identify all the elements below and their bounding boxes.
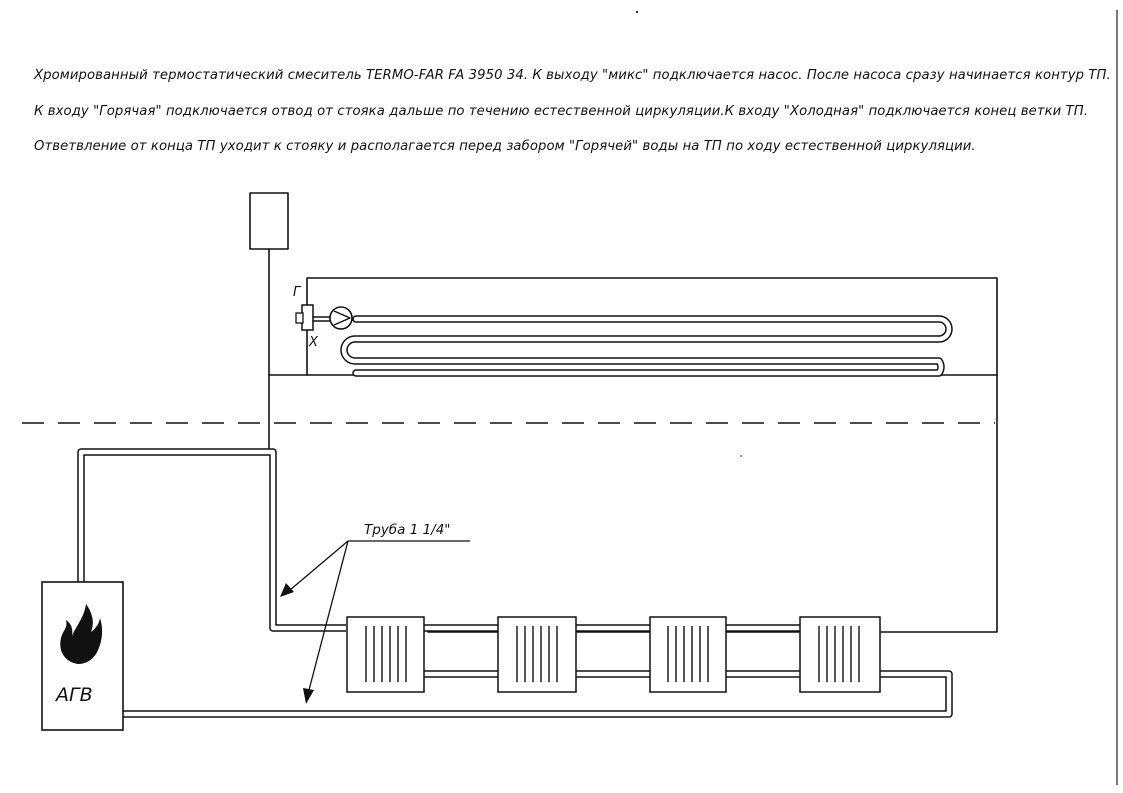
hot-inlet-label: Г <box>293 285 302 300</box>
note-line-2: К входу "Горячая" подключается отвод от … <box>34 104 1089 119</box>
boiler-label: АГВ <box>54 684 93 706</box>
thermostatic-mixer-icon <box>295 304 331 331</box>
supply-pipe <box>78 449 346 631</box>
radiator-4 <box>799 616 881 693</box>
floor-heating-coil-outline <box>340 315 953 377</box>
radiator-connectors <box>424 625 800 677</box>
expansion-tank <box>249 192 289 250</box>
return-pipe <box>123 671 952 717</box>
radiator-1 <box>346 616 425 693</box>
pipe-callout-label: Труба 1 1/4" <box>364 522 451 538</box>
radiator-icon <box>497 616 577 693</box>
return-loop-pipe <box>306 277 998 633</box>
radiator-icon <box>649 616 727 693</box>
radiator-3 <box>649 616 727 693</box>
cold-inlet-label: Х <box>308 335 319 350</box>
radiator-2 <box>497 616 577 693</box>
note-line-3: Ответвление от конца ТП уходит к стояку … <box>34 139 976 154</box>
pump-icon <box>329 306 353 330</box>
flame-icon <box>60 604 103 664</box>
floor-heating-coil <box>341 316 952 376</box>
scan-speck <box>740 455 742 457</box>
radiator-icon <box>799 616 881 693</box>
radiator-connectors-outline <box>424 624 800 678</box>
radiator-icon <box>346 616 425 693</box>
pipe-callout <box>280 540 470 704</box>
note-line-1: Хромированный термостатический смеситель… <box>34 68 1111 83</box>
scan-speck <box>635 10 639 14</box>
